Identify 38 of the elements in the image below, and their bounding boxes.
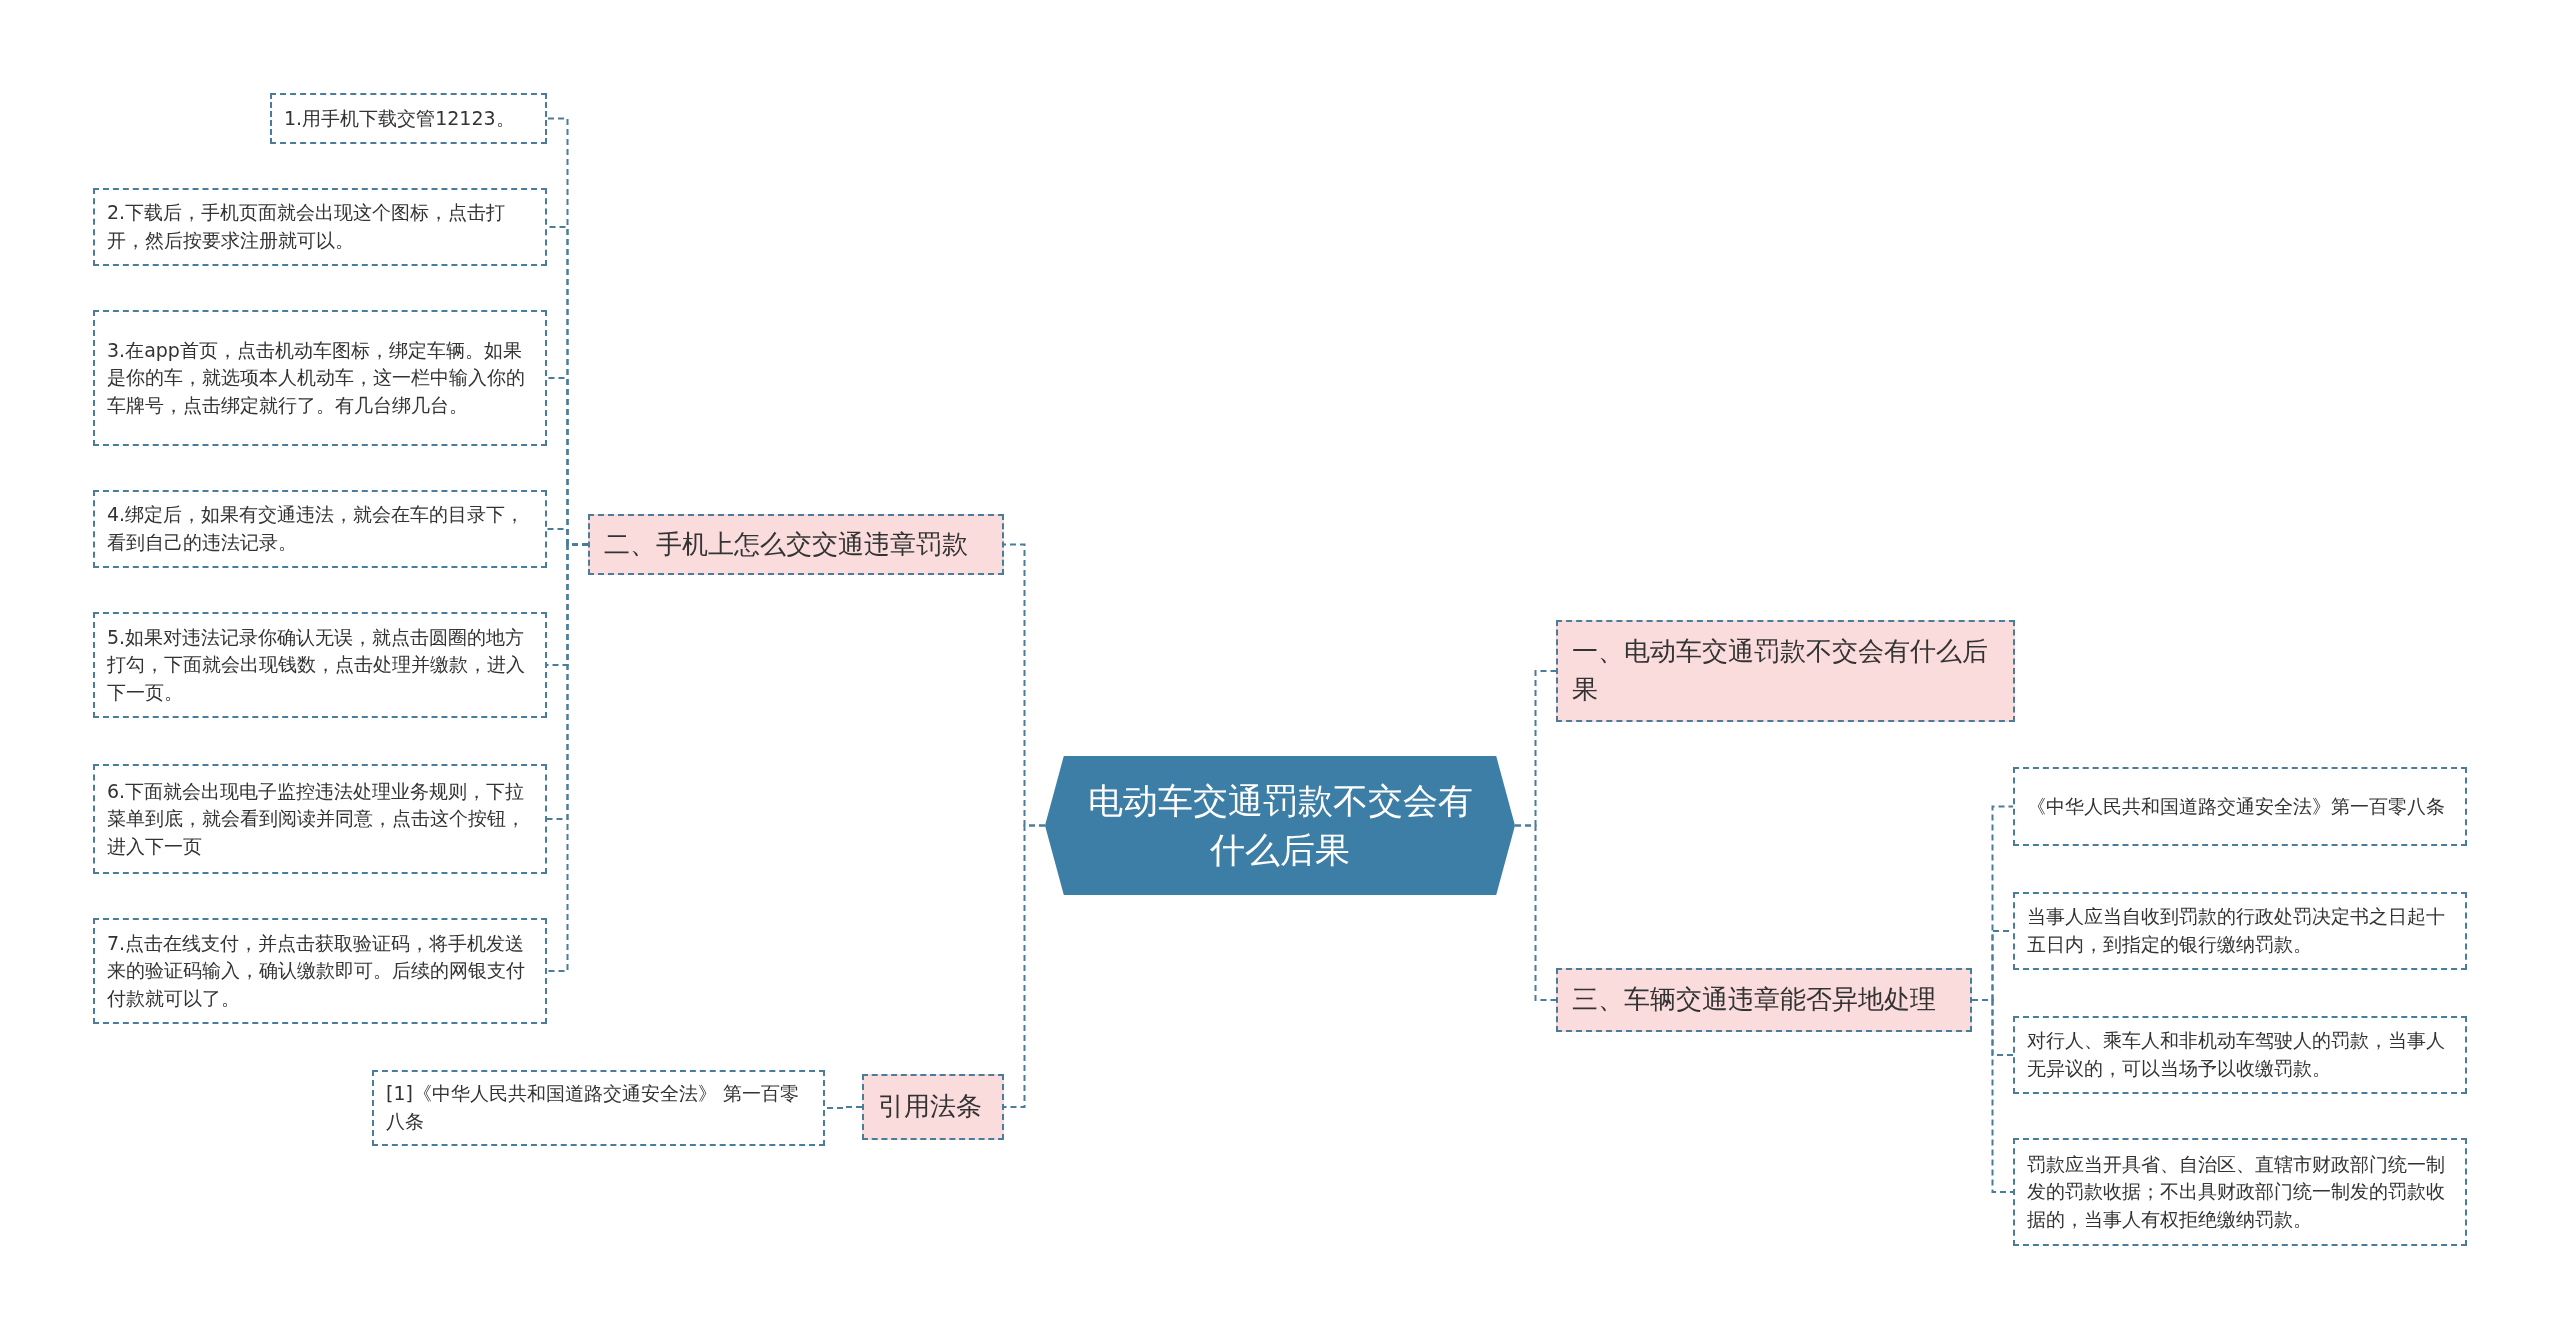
subtopic-box [93,612,547,718]
subtopic-text: [1]《中华人民共和国道路交通安全法》 第一百零八条 [386,1081,800,1134]
subtopic-text: 1.用手机下载交管12123。 [284,105,515,131]
connector-line [1514,824,1557,1001]
topic-text: 二、手机上怎么交交通违章罚款 [604,527,968,561]
connector-line [1971,999,2014,1193]
subtopic-box [270,93,547,144]
subtopic-box [93,918,547,1024]
connector-line [824,1106,863,1109]
subtopic-box [2013,892,2467,970]
subtopic-text: 7.点击在线支付，并点击获取验证码，将手机发送来的验证码输入，确认缴款即可。后续的网银支付付款就可以了。 [107,930,526,1011]
subtopic-text: 3.在app首页，点击机动车图标，绑定车辆。如果是你的车，就选项本人机动车，这一栏中输入你的车牌号，点击绑定就行了。有几台绑几台。 [107,337,526,418]
topic-box [1556,620,2015,722]
subtopic-box [2013,1016,2467,1094]
subtopic-box [93,310,547,446]
connector-line [1003,824,1046,1108]
subtopic-text: 6.下面就会出现电子监控违法处理业务规则，下拉菜单到底，就会看到阅读并同意，点击这个按钮，进入下一页 [107,778,526,859]
subtopic-text: 罚款应当开具省、自治区、直辖市财政部门统一制发的罚款收据；不出具财政部门统一制发的罚款收据的，当事人有权拒绝缴纳罚款。 [2027,1151,2446,1232]
subtopic-text: 5.如果对违法记录你确认无误，就点击圆圈的地方打勾，下面就会出现钱数，点击处理并缴款，进入下一页。 [107,624,526,705]
central-topic-hexagon [1045,756,1515,895]
topic-text: 引用法条 [878,1090,982,1124]
subtopic-text: 《中华人民共和国道路交通安全法》第一百零八条 [2027,793,2445,819]
subtopic-box [93,764,547,874]
subtopic-box [372,1070,825,1146]
topic-text: 三、车辆交通违章能否异地处理 [1572,983,1936,1017]
subtopic-box [2013,1138,2467,1246]
subtopic-text: 当事人应当自收到罚款的行政处罚决定书之日起十五日内，到指定的银行缴纳罚款。 [2027,904,2446,957]
subtopic-box [2013,767,2467,846]
subtopic-box [93,490,547,568]
subtopic-box [93,188,547,266]
topic-box [862,1074,1004,1140]
subtopic-text: 4.绑定后，如果有交通违法，就会在车的目录下，看到自己的违法记录。 [107,502,526,555]
topic-box [1556,968,1972,1032]
topic-box [588,514,1004,575]
subtopic-text: 对行人、乘车人和非机动车驾驶人的罚款，当事人无异议的，可以当场予以收缴罚款。 [2027,1028,2446,1081]
topic-text: 一、电动车交通罚款不交会有什么后果 [1572,635,1989,706]
topic-text: 电动车交通罚款不交会有什么后果 [1086,779,1474,872]
subtopic-text: 2.下载后，手机页面就会出现这个图标，点击打开，然后按要求注册就可以。 [107,200,507,253]
